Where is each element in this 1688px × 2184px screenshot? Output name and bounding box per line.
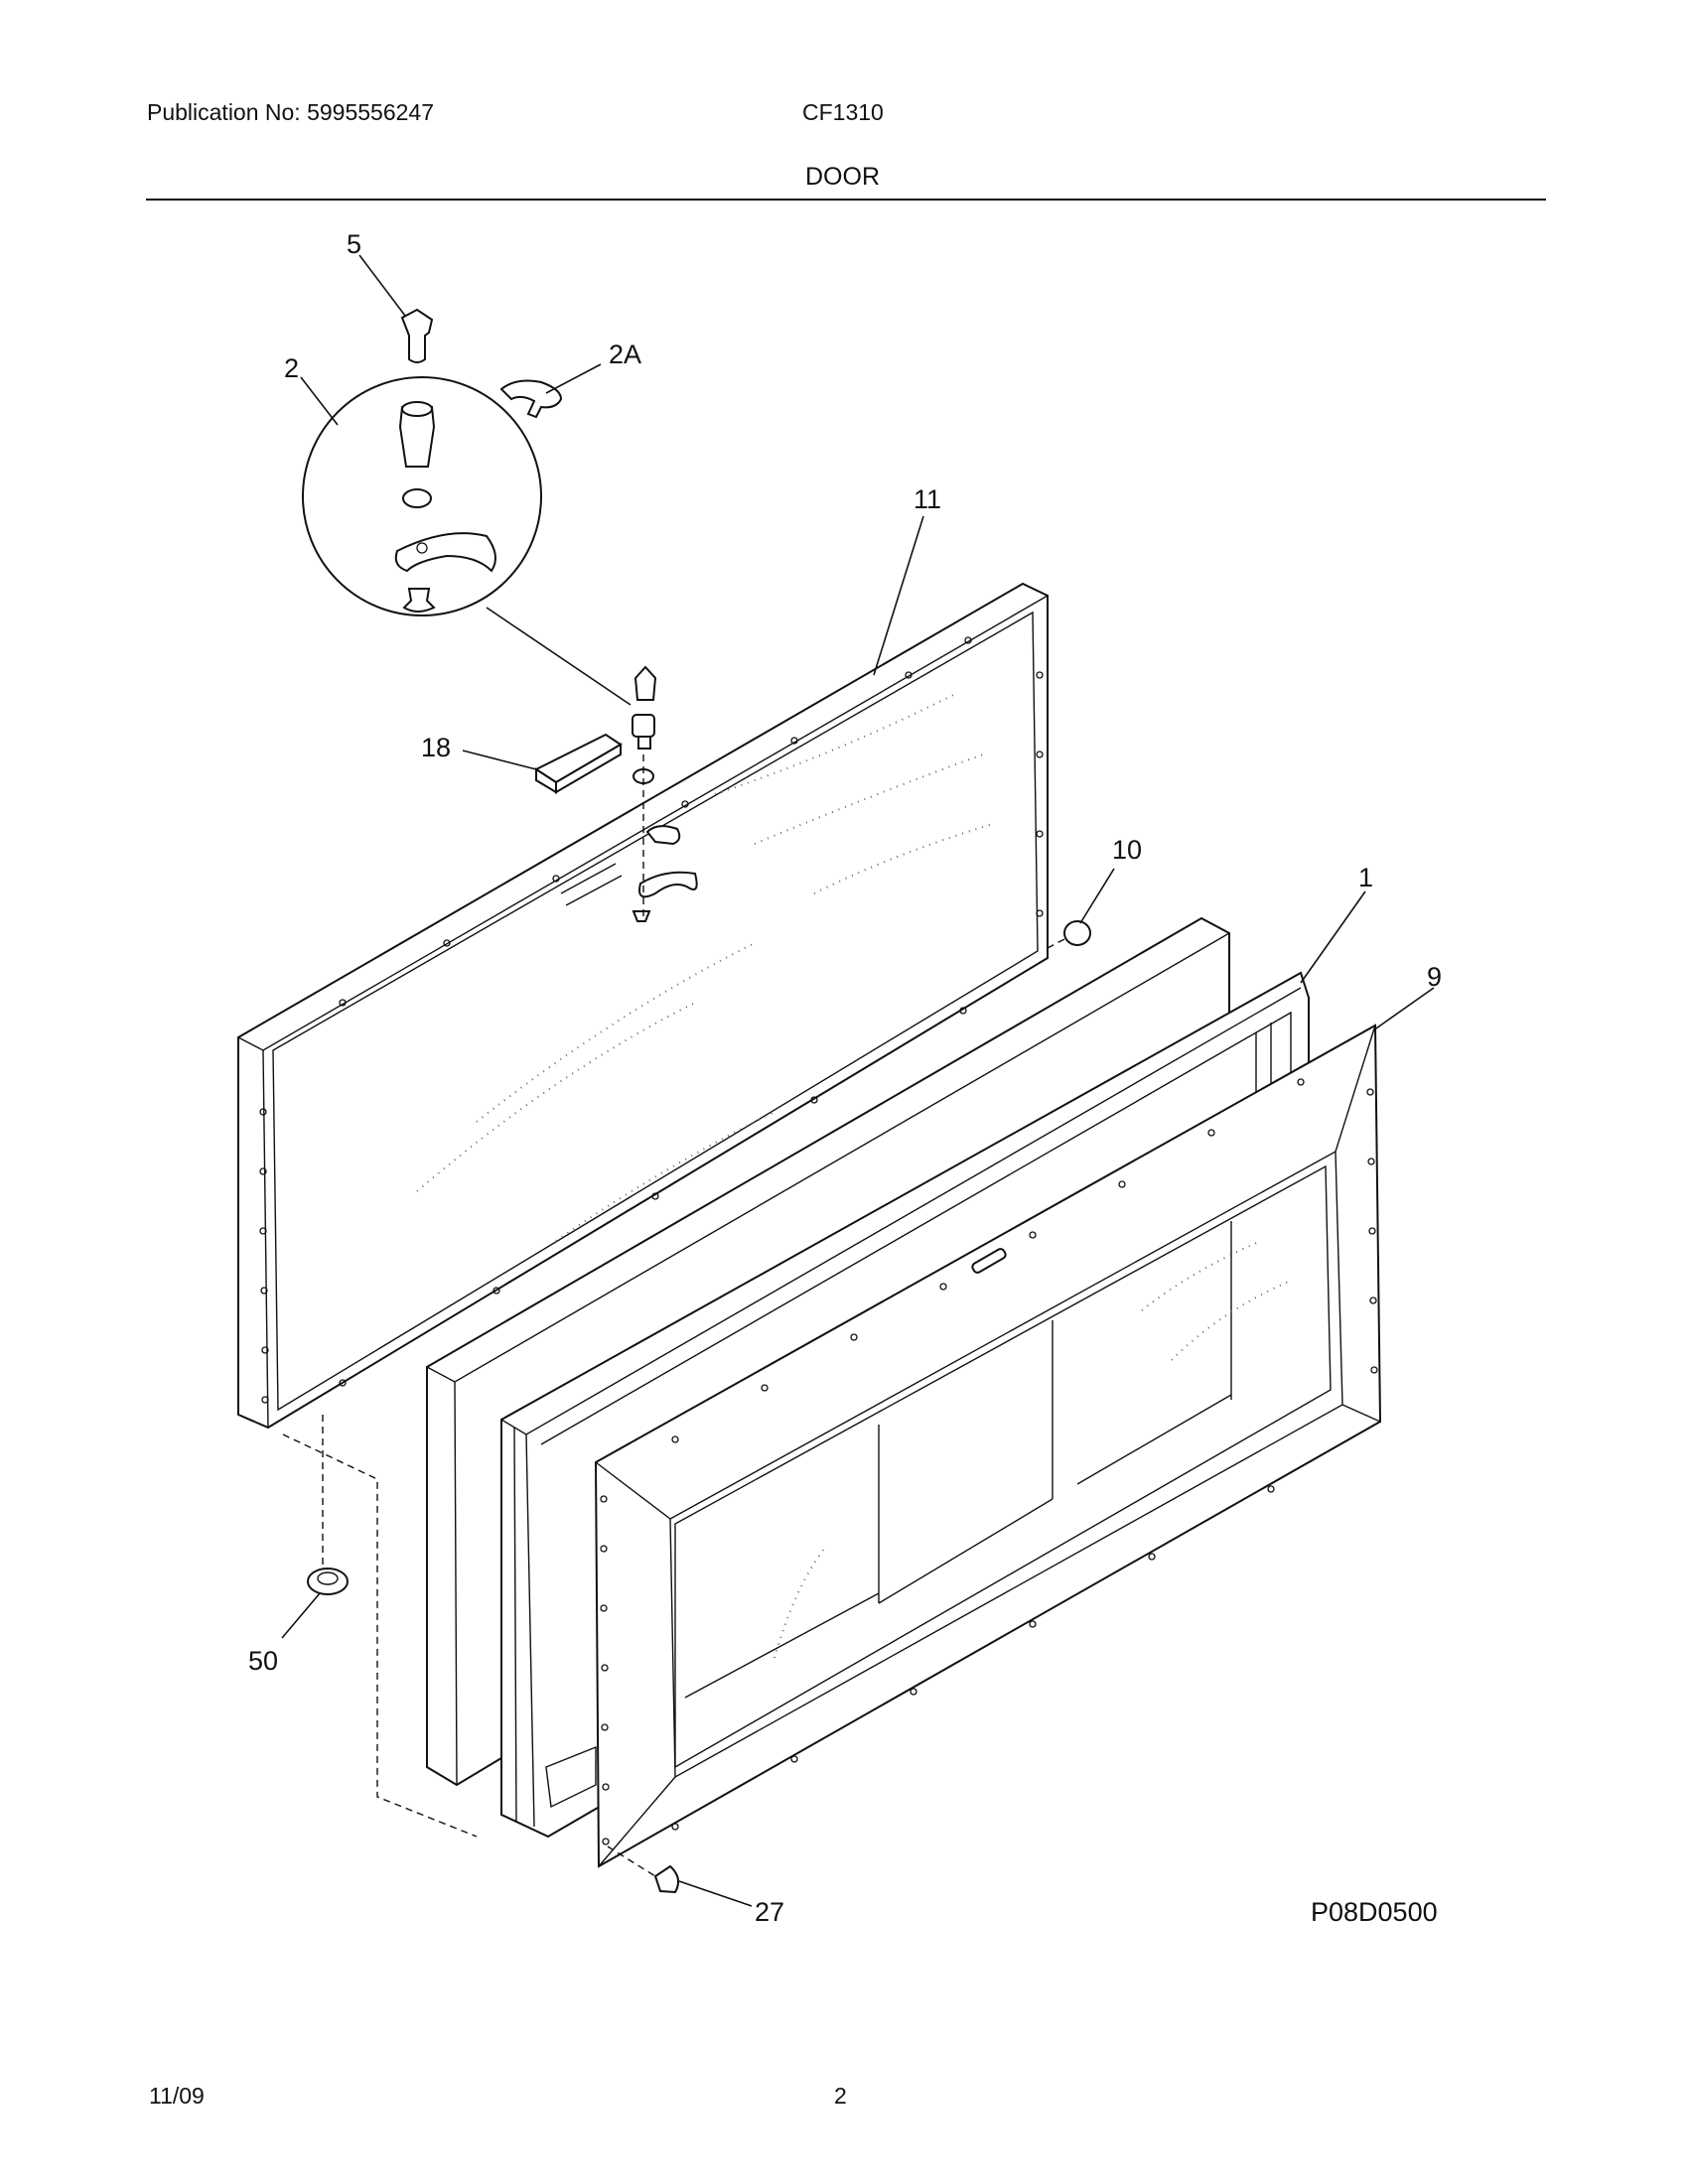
panel-screw-holes (259, 636, 1044, 1404)
footer-date: 11/09 (149, 2083, 205, 2109)
callout-50: 50 (248, 1646, 278, 1676)
callout-2: 2 (284, 353, 299, 383)
diagram-id: P08D0500 (1311, 1897, 1438, 1927)
callout-5: 5 (347, 229, 361, 259)
inner-liner-part (594, 1024, 1382, 1868)
callout-27: 27 (755, 1897, 784, 1927)
callout-1: 1 (1358, 863, 1373, 892)
liner-screw-holes (600, 1078, 1378, 1845)
hinge-cap-part (282, 1415, 478, 1838)
page-number: 2 (834, 2083, 847, 2109)
model-number: CF1310 (802, 99, 884, 125)
callout-2a: 2A (609, 340, 641, 369)
callout-10: 10 (1112, 835, 1142, 865)
callout-9: 9 (1427, 962, 1442, 992)
plug-button-part (1047, 920, 1091, 949)
handle-cover-part (533, 733, 623, 794)
callout-leaders (281, 254, 1435, 1907)
lock-detail-circle (302, 376, 632, 706)
lock-cylinder-part (400, 308, 434, 363)
door-outer-panel (237, 582, 1049, 1430)
publication-number: Publication No: 5995556247 (147, 99, 435, 125)
callout-18: 18 (421, 733, 451, 762)
section-title: DOOR (805, 163, 880, 191)
lock-assembly (632, 665, 698, 922)
liner-texture (774, 1240, 1292, 1659)
retainer-clip-part (499, 379, 563, 419)
header-divider (146, 199, 1546, 201)
callout-11: 11 (914, 484, 941, 514)
panel-texture (416, 694, 994, 1242)
screw-part (607, 1845, 680, 1894)
